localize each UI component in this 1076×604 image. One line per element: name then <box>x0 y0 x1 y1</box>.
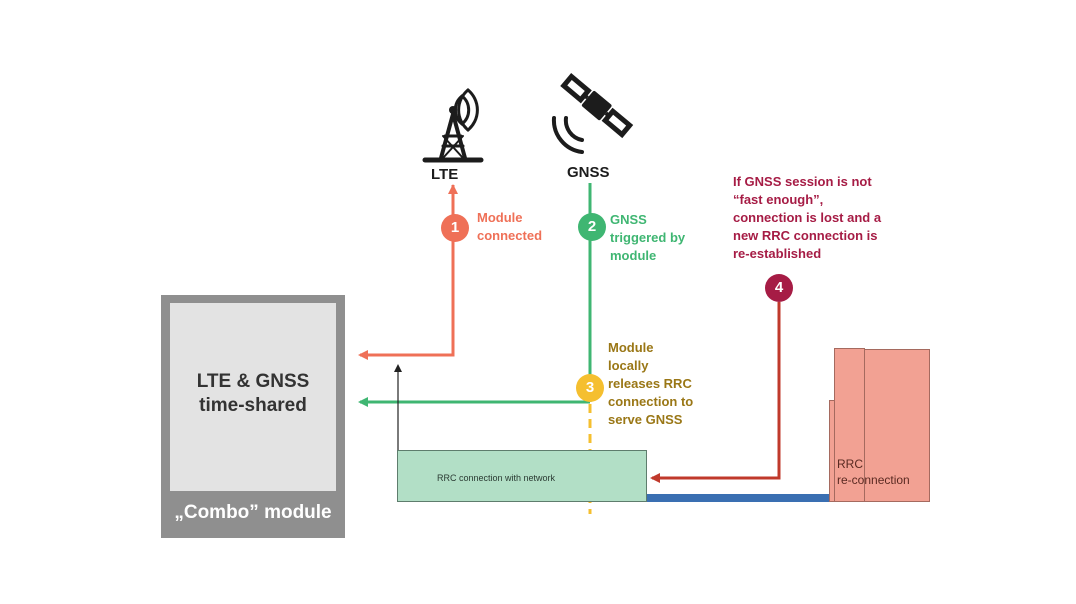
module-title: LTE & GNSS time-shared <box>196 371 310 416</box>
lte-label: LTE <box>431 166 459 183</box>
combo-module-panel <box>170 303 336 491</box>
connection-timeline-bar <box>647 494 830 502</box>
step-2-badge: 2 <box>578 213 606 241</box>
step-4-text: If GNSS session is not “fast enough”, co… <box>733 174 882 261</box>
cell-tower-icon <box>422 88 484 163</box>
lte-connection-line <box>358 185 455 360</box>
step-2-text: GNSS triggered by module <box>610 212 686 263</box>
reconnection-box-front <box>864 349 930 502</box>
gnss-label: GNSS <box>567 164 610 181</box>
step-3-text: Module locally releases RRC connection t… <box>608 340 694 427</box>
module-footer-label: „Combo” module <box>174 502 332 523</box>
rrc-connection-box <box>397 450 647 502</box>
step-1-text: Module connected <box>477 210 543 243</box>
step-4-badge: 4 <box>765 274 793 302</box>
rrc-connection-label: RRC connection with network <box>437 473 556 483</box>
satellite-icon <box>551 72 634 154</box>
step-1-badge: 1 <box>441 214 469 242</box>
reconnect-line <box>650 302 781 483</box>
rrc-reconnection-label: RRC re-connection <box>837 457 910 487</box>
reconnection-box-mid <box>834 348 865 502</box>
step-3-badge: 3 <box>576 374 604 402</box>
